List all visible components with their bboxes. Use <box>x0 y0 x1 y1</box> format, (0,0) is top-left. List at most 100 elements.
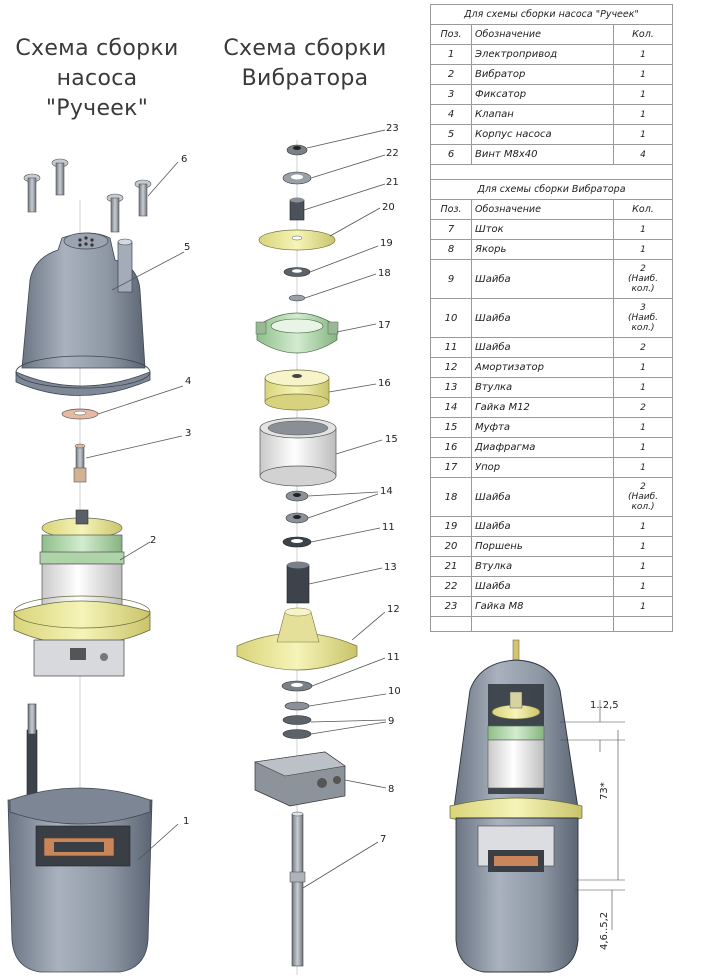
leader-line <box>147 161 179 197</box>
leader-line <box>310 527 381 543</box>
screw <box>51 158 69 196</box>
part-qty-value: 1 <box>640 224 646 235</box>
diaphragm <box>264 369 330 411</box>
leader-line <box>307 491 379 497</box>
part-pos: 10 <box>430 298 472 338</box>
leader-line <box>344 779 387 789</box>
electric-drive <box>7 703 153 973</box>
valve <box>61 408 99 420</box>
callout-20: 20 <box>382 202 395 213</box>
leader-line <box>329 207 381 237</box>
screw <box>106 193 124 233</box>
screw <box>134 179 152 217</box>
nut-m8 <box>286 144 308 156</box>
callout-21: 21 <box>386 177 399 188</box>
callout-19: 19 <box>380 238 393 249</box>
part-pos: 9 <box>430 259 472 299</box>
callout-22: 22 <box>386 148 399 159</box>
callout-2: 2 <box>150 535 156 546</box>
pump-body <box>15 232 151 396</box>
leader-line <box>328 383 377 393</box>
callout-12: 12 <box>387 604 400 615</box>
part-qty-value: 1 <box>640 581 646 592</box>
leader-line <box>119 541 151 561</box>
assembled-pump-cutaway: 1..2,5 73* 4,6..5,2 <box>449 639 625 973</box>
leader-line <box>137 823 179 861</box>
part-qty-value: 1 <box>640 561 646 572</box>
screw <box>23 173 41 213</box>
callout-8: 8 <box>388 784 394 795</box>
part-name: Шайба <box>471 477 614 517</box>
pump-assembly-title: Схема сборки насоса "Ручеек" <box>15 36 179 121</box>
part-qty-value: 2 <box>640 402 646 413</box>
part-qty: 3(Наиб. кол.) <box>613 298 673 338</box>
part-qty-value: 3 <box>640 303 646 313</box>
part-qty-value: 1 <box>640 442 646 453</box>
leader-line <box>85 435 183 459</box>
leader-line <box>307 493 379 519</box>
leader-line <box>303 183 386 211</box>
part-qty-value: 2 <box>640 264 646 274</box>
leader-line <box>310 721 387 735</box>
leader-line <box>335 439 383 455</box>
part-name: Шайба <box>471 259 614 299</box>
callout-1: 1 <box>183 816 189 827</box>
leader-line <box>306 129 386 149</box>
coupling <box>259 417 337 487</box>
part-qty: 1 <box>613 556 673 577</box>
empty-cell <box>613 616 673 632</box>
part-qty-value: 1 <box>640 244 646 255</box>
parts-table-grid: Для схемы сборки насоса "Ручеек" Поз. Об… <box>430 4 673 632</box>
leader-line <box>351 611 386 641</box>
table-spacer <box>430 616 673 632</box>
leader-line <box>97 385 184 415</box>
part-qty-value: 1 <box>640 362 646 373</box>
washer-9 <box>282 715 312 739</box>
part-qty-value: 1 <box>640 521 646 532</box>
vibrator <box>13 509 151 677</box>
bushing-21 <box>289 197 305 221</box>
callout-5: 5 <box>184 242 190 253</box>
leader-line <box>111 251 185 291</box>
callout-16: 16 <box>378 378 391 389</box>
callout-14: 14 <box>380 486 393 497</box>
callout-9: 9 <box>388 716 394 727</box>
fixator <box>73 443 87 483</box>
callout-23: 23 <box>386 123 399 134</box>
callout-13: 13 <box>384 562 397 573</box>
leader-line <box>309 245 379 273</box>
parts-table: Для схемы сборки насоса "Ручеек" Поз. Об… <box>430 4 673 632</box>
part-qty-note: (Наиб. кол.) <box>627 274 659 294</box>
callout-10: 10 <box>388 686 401 697</box>
stop-ring <box>255 312 339 354</box>
pump-assembly <box>7 158 153 973</box>
callout-3: 3 <box>185 428 191 439</box>
part-qty-value: 1 <box>640 422 646 433</box>
washer-22 <box>282 171 312 185</box>
callout-18: 18 <box>378 268 391 279</box>
callout-11-lower: 11 <box>387 652 400 663</box>
washer-10 <box>284 701 310 711</box>
part-qty-value: 2 <box>640 342 646 353</box>
bushing-13 <box>286 561 310 604</box>
callout-17: 17 <box>378 320 391 331</box>
part-qty-note: (Наиб. кол.) <box>627 313 659 333</box>
nut-m12-lower <box>285 512 309 524</box>
part-qty: 1 <box>613 104 673 125</box>
callout-7: 7 <box>380 834 386 845</box>
part-qty: 2(Наиб. кол.) <box>613 259 673 299</box>
leader-line <box>304 273 377 299</box>
shock-absorber <box>236 607 358 671</box>
dimension-lines: 1..2,5 73* 4,6..5,2 <box>560 700 625 950</box>
leader-line <box>308 567 383 585</box>
